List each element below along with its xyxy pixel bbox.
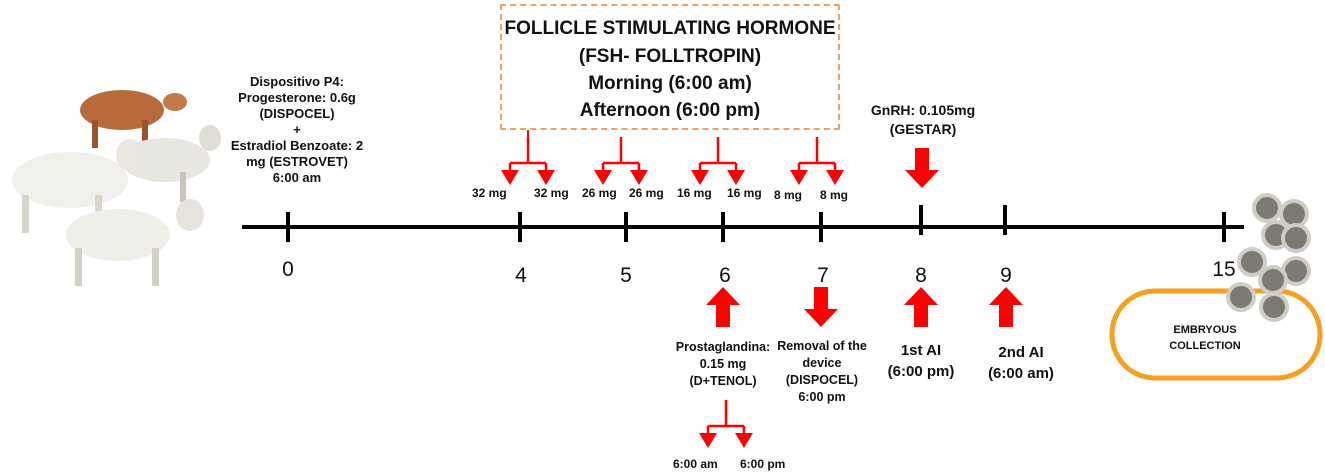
gnrh-line2: (GESTAR) (889, 121, 957, 137)
timeline-ticks (286, 205, 1226, 242)
prostaglandin-am: 6:00 am (673, 457, 718, 471)
removal-line2: device (802, 356, 842, 370)
fsh-fork-day5 (592, 135, 650, 187)
prostaglandin-label: Prostaglandina: 0.15 mg (D+TENOL) (666, 339, 780, 390)
p4-line5: Estradiol Benzoate: 2 (230, 138, 364, 153)
ai1-line1: 1st AI (900, 342, 942, 359)
p4-line1: Dispositivo P4: (250, 74, 344, 89)
ai1-label: 1st AI (6:00 pm) (870, 340, 972, 382)
fsh-subtitle: (FSH- FOLLTROPIN) (578, 46, 762, 67)
day-label: 6 (719, 264, 731, 287)
prostaglandin-line2: 0.15 mg (699, 357, 747, 371)
dose-label: 32 mg (472, 186, 507, 200)
dose-label: 8 mg (774, 188, 803, 202)
p4-line4: + (293, 122, 301, 137)
removal-arrow (804, 287, 838, 327)
gnrh-line1: GnRH: 0.105mg (870, 102, 976, 118)
day-label: 4 (515, 264, 527, 287)
ai2-line2: (6:00 am) (988, 365, 1054, 382)
gnrh-label: GnRH: 0.105mg (GESTAR) (860, 101, 986, 139)
removal-label: Removal of the device (DISPOCEL) 6:00 pm (772, 338, 872, 406)
day-label: 15 (1212, 258, 1236, 281)
ai1-arrow (904, 287, 938, 327)
ai2-label: 2nd AI (6:00 am) (970, 342, 1072, 384)
prostaglandin-line1: Prostaglandina: (675, 340, 771, 354)
prostaglandin-line3: (D+TENOL) (689, 374, 757, 388)
fsh-fork-day6 (689, 135, 747, 187)
fsh-fork-day4 (499, 135, 557, 187)
ai2-line1: 2nd AI (998, 344, 1044, 361)
collection-line2: COLLECTION (1169, 340, 1241, 352)
collection-label: EMBRYOUS COLLECTION (1150, 322, 1260, 354)
p4-line3: (DISPOCEL) (259, 106, 335, 121)
fsh-fork-day7 (788, 135, 846, 187)
p4-device-label: Dispositivo P4: Progesterone: 0.6g (DISP… (222, 74, 372, 186)
p4-line2: Progesterone: 0.6g (238, 90, 356, 105)
day-label: 5 (620, 264, 632, 287)
day-label: 7 (817, 264, 829, 287)
prostaglandin-arrow (706, 287, 740, 327)
day-label: 8 (915, 264, 927, 287)
removal-line1: Removal of the (777, 339, 867, 353)
dose-label: 26 mg (629, 186, 664, 200)
dose-label: 26 mg (582, 186, 617, 200)
dose-label: 16 mg (727, 186, 762, 200)
gnrh-arrow (905, 148, 939, 188)
p4-line6: mg (ESTROVET) (246, 154, 348, 169)
dose-label: 32 mg (534, 186, 569, 200)
dose-label: 16 mg (677, 186, 712, 200)
dose-label: 8 mg (820, 188, 849, 202)
day-label: 9 (1000, 264, 1012, 287)
prostaglandin-pm: 6:00 pm (740, 457, 786, 471)
ai1-line2: (6:00 pm) (887, 363, 955, 380)
ai2-arrow (989, 287, 1023, 327)
fsh-morning: Morning (6:00 am) (588, 73, 752, 94)
collection-oval (1109, 288, 1323, 381)
cows-illustration (12, 90, 221, 286)
day-label: 0 (282, 258, 294, 281)
fsh-box: FOLLICLE STIMULATING HORMONE (FSH- FOLLT… (500, 4, 840, 130)
removal-line4: 6:00 pm (798, 390, 846, 404)
prostaglandin-fork (697, 398, 755, 450)
removal-line3: (DISPOCEL) (785, 373, 859, 387)
collection-line1: EMBRYOUS (1173, 324, 1237, 336)
fsh-title: FOLLICLE STIMULATING HORMONE (504, 18, 836, 39)
embryo-cluster (1226, 193, 1311, 322)
p4-line7: 6:00 am (272, 170, 322, 185)
fsh-afternoon: Afternoon (6:00 pm) (579, 100, 761, 121)
